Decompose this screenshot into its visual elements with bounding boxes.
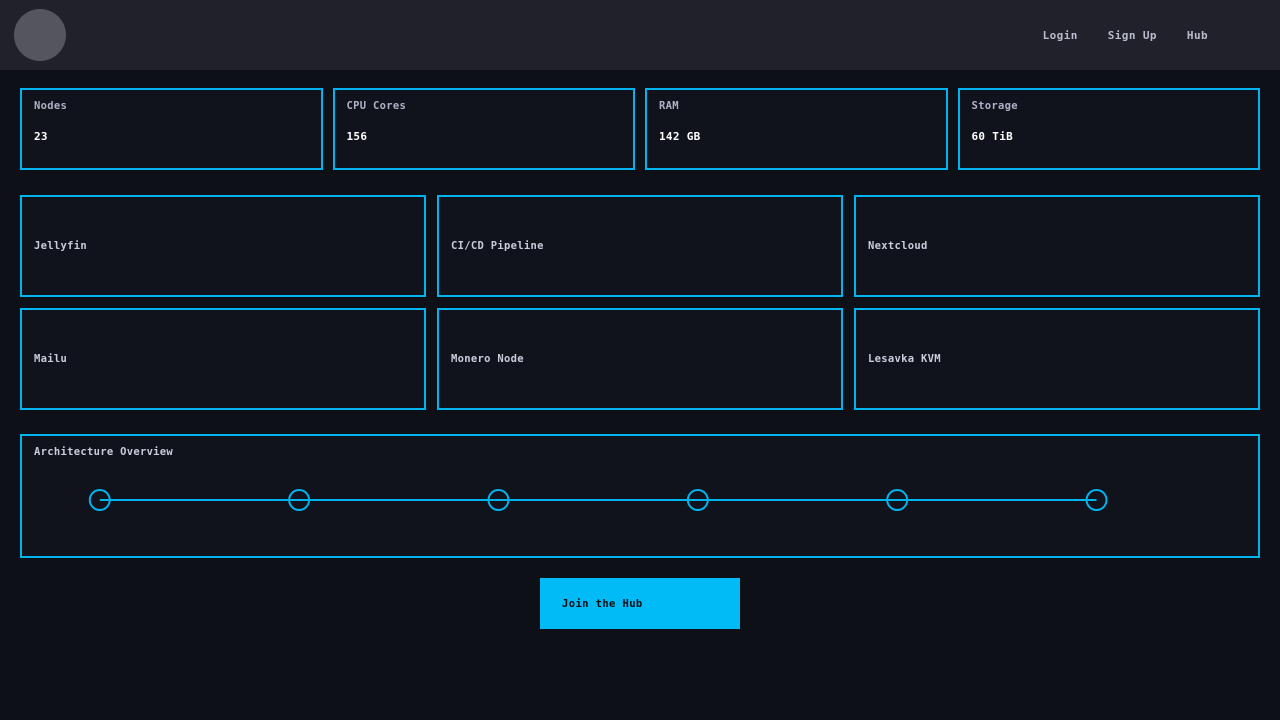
cta-row: Join the Hub	[20, 578, 1260, 629]
service-card-monero-node[interactable]: Monero Node	[437, 308, 843, 410]
service-name: Monero Node	[451, 353, 524, 365]
service-name: CI/CD Pipeline	[451, 240, 544, 252]
stat-value: 60 TiB	[971, 130, 1014, 143]
architecture-node-5[interactable]	[886, 489, 909, 511]
join-the-hub-button[interactable]: Join the Hub	[540, 578, 740, 629]
service-name: Lesavka KVM	[868, 353, 941, 365]
stat-label: Nodes	[34, 100, 68, 112]
architecture-title: Architecture Overview	[34, 446, 174, 458]
stat-value: 142 GB	[659, 130, 701, 143]
stat-card-cpu-cores: CPU Cores 156	[332, 88, 635, 170]
architecture-node-diagram	[88, 489, 1108, 511]
service-name: Jellyfin	[34, 240, 87, 252]
service-name: Nextcloud	[868, 240, 928, 252]
architecture-overview-panel: Architecture Overview	[20, 434, 1260, 558]
stat-value: 156	[346, 130, 368, 143]
service-card-nextcloud[interactable]: Nextcloud	[854, 195, 1260, 297]
service-card-mailu[interactable]: Mailu	[20, 308, 426, 410]
avatar-circle-icon[interactable]	[14, 9, 66, 61]
stat-label: Storage	[971, 100, 1018, 112]
stat-card-storage: Storage 60 TiB	[957, 88, 1260, 170]
architecture-node-4[interactable]	[686, 489, 709, 511]
services-grid: Jellyfin CI/CD Pipeline Nextcloud Mailu …	[20, 195, 1260, 410]
architecture-node-3[interactable]	[487, 489, 510, 511]
stat-value: 23	[34, 130, 48, 143]
stats-row: Nodes 23 CPU Cores 156 RAM 142 GB Storag…	[20, 88, 1260, 170]
stat-card-nodes: Nodes 23	[20, 88, 323, 170]
service-card-jellyfin[interactable]: Jellyfin	[20, 195, 426, 297]
nav-link-login[interactable]: Login	[1042, 28, 1078, 42]
service-card-cicd-pipeline[interactable]: CI/CD Pipeline	[437, 195, 843, 297]
nav-link-hub[interactable]: Hub	[1186, 28, 1208, 42]
stat-card-ram: RAM 142 GB	[645, 88, 948, 170]
stat-label: CPU Cores	[346, 100, 407, 112]
architecture-node-6[interactable]	[1085, 489, 1108, 511]
architecture-node-2[interactable]	[288, 489, 311, 511]
nav-link-sign-up[interactable]: Sign Up	[1107, 28, 1157, 42]
main-nav: Login Sign Up Hub	[1043, 29, 1240, 42]
site-header: Login Sign Up Hub	[0, 0, 1280, 71]
architecture-node-1[interactable]	[88, 489, 111, 511]
stat-label: RAM	[659, 100, 679, 112]
service-card-lesavka-kvm[interactable]: Lesavka KVM	[854, 308, 1260, 410]
page-content: Nodes 23 CPU Cores 156 RAM 142 GB Storag…	[0, 88, 1280, 629]
service-name: Mailu	[34, 353, 68, 365]
